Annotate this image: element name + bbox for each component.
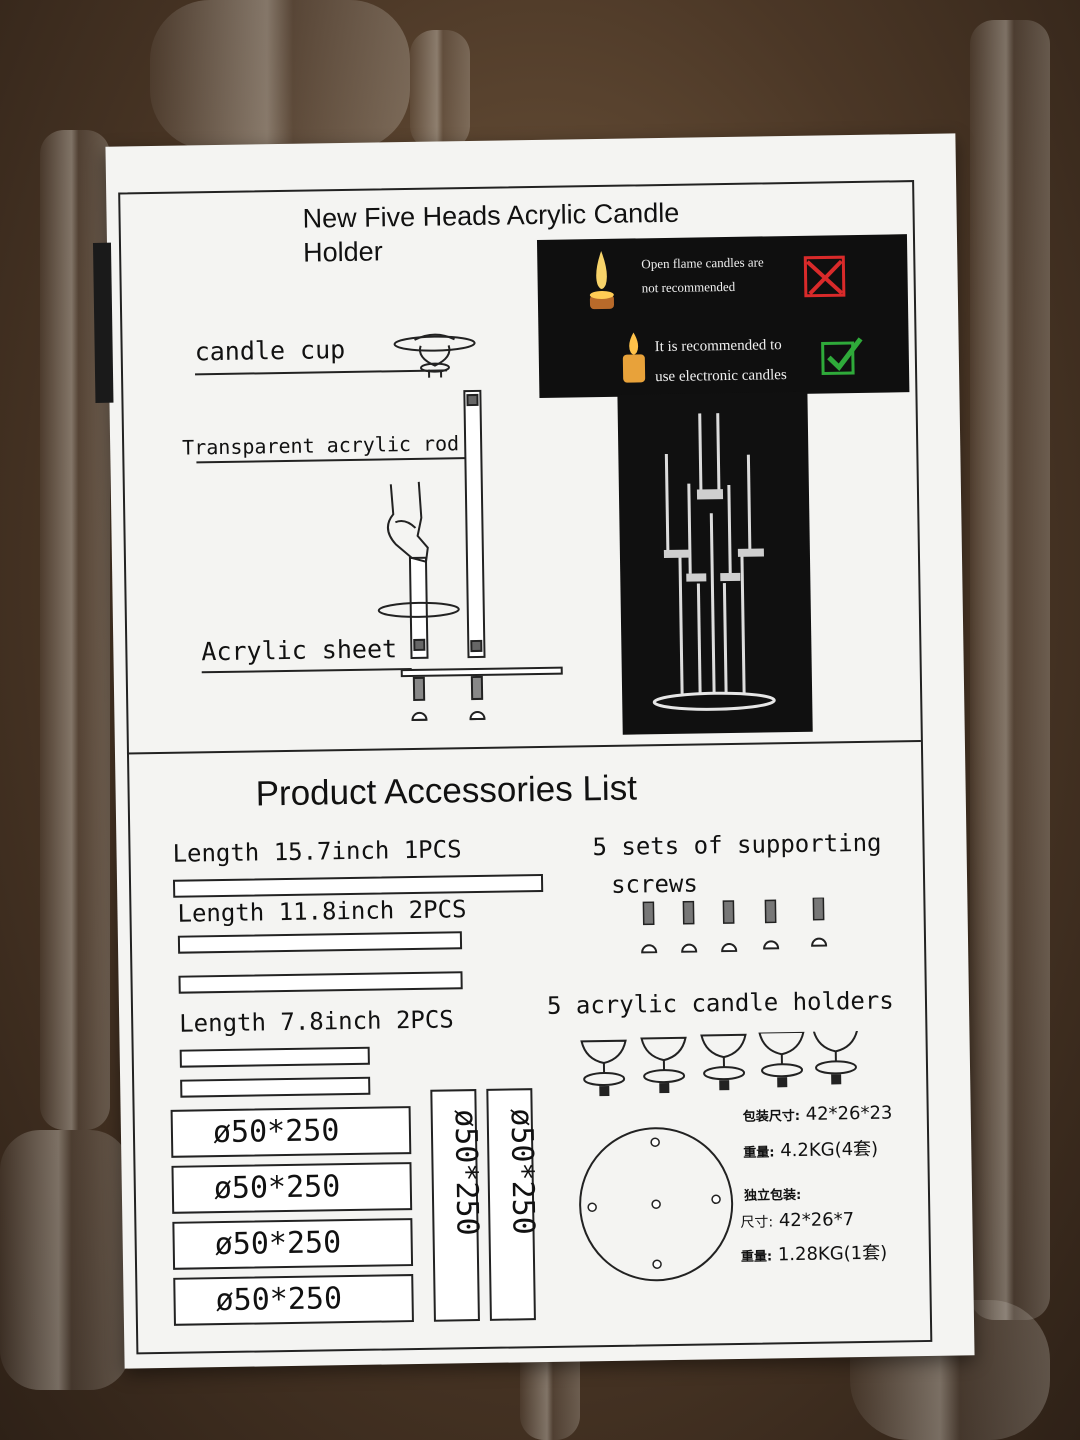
- flame-icon: [589, 250, 615, 310]
- rod-7-8-label: Length 7.8inch 2PCS: [179, 1005, 454, 1038]
- single-size-label: 尺寸:: [740, 1214, 774, 1231]
- package-weight: 重量: 4.2KG(4套): [743, 1135, 878, 1163]
- package-weight-label: 重量:: [743, 1145, 775, 1161]
- tube-horizontal: ø50*250: [171, 1162, 413, 1214]
- candle-notice-panel: Open flame candles are not recommended I…: [536, 234, 910, 398]
- cross-icon: [803, 255, 846, 298]
- candle-cup-label: candle cup: [194, 335, 346, 367]
- electronic-line-1: It is recommended to: [654, 337, 782, 356]
- package-size: 包装尺寸: 42*26*23: [743, 1103, 893, 1126]
- check-icon: [821, 337, 863, 376]
- hand-icon: [386, 481, 429, 564]
- background-acrylic-rod: [410, 30, 470, 150]
- tube-horizontal: ø50*250: [173, 1274, 414, 1326]
- open-flame-line-1: Open flame candles are: [641, 254, 764, 272]
- tube-size-text: ø50*250: [215, 1281, 343, 1319]
- tube-size-text: ø50*250: [503, 1108, 541, 1236]
- candelabra-illustration: [652, 413, 776, 711]
- instruction-sheet: New Five Heads Acrylic Candle Holder can…: [92, 133, 975, 1369]
- tube-horizontal: ø50*250: [172, 1218, 414, 1270]
- tube-vertical: ø50*250: [486, 1088, 541, 1321]
- candle-holders-drawing: [580, 1030, 859, 1097]
- tube-size-text: ø50*250: [212, 1113, 340, 1151]
- screws-label-line-1: 5 sets of supporting: [592, 828, 882, 862]
- base-sheet-drawing: [400, 666, 563, 722]
- short-rod-drawing: [377, 556, 460, 660]
- tube-size-text: ø50*250: [213, 1169, 341, 1207]
- accessories-title: Product Accessories List: [255, 768, 638, 814]
- rod-15-7-label: Length 15.7inch 1PCS: [172, 835, 462, 868]
- rod-7-8-drawing: [179, 1046, 370, 1068]
- electronic-line-2: use electronic candles: [655, 367, 787, 386]
- background-acrylic-rod: [0, 1130, 130, 1390]
- screws-drawing: [641, 897, 828, 954]
- long-rod-drawing: [463, 389, 486, 659]
- tube-horizontal: ø50*250: [170, 1106, 412, 1158]
- electronic-candle-icon: [622, 332, 646, 383]
- open-flame-notice: Open flame candles are not recommended: [641, 250, 764, 300]
- electronic-notice: It is recommended to use electronic cand…: [654, 330, 787, 392]
- title-line-1: New Five Heads Acrylic Candle: [302, 197, 680, 234]
- background-acrylic-rod: [970, 20, 1050, 1320]
- product-photo: [617, 391, 813, 735]
- package-weight-value: 4.2KG(4套): [780, 1138, 879, 1162]
- rod-11-8-label: Length 11.8inch 2PCS: [177, 895, 467, 928]
- screws-label-line-2: screws: [610, 869, 699, 899]
- round-base-drawing: [579, 1127, 734, 1282]
- single-size-value: 42*26*7: [778, 1209, 855, 1232]
- rod-7-8-drawing: [180, 1076, 371, 1098]
- tube-size-text: ø50*250: [447, 1108, 485, 1236]
- single-weight-value: 1.28KG(1套): [777, 1242, 888, 1266]
- single-weight-label: 重量:: [740, 1249, 773, 1265]
- open-flame-line-2: not recommended: [641, 278, 736, 296]
- candle-cup-drawing: [393, 333, 476, 378]
- package-size-label: 包装尺寸:: [742, 1108, 801, 1125]
- single-package-weight: 重量: 1.28KG(1套): [741, 1239, 888, 1267]
- package-size-value: 42*26*23: [805, 1102, 893, 1125]
- assembly-diagram: [377, 333, 563, 722]
- acrylic-sheet-label: Acrylic sheet: [201, 634, 398, 667]
- candle-holders-label: 5 acrylic candle holders: [546, 986, 894, 1020]
- single-package-size: 尺寸: 42*26*7: [740, 1209, 854, 1232]
- background-acrylic-rod: [150, 0, 410, 150]
- tube-size-text: ø50*250: [214, 1225, 342, 1263]
- single-package-label: 独立包装:: [743, 1187, 802, 1204]
- sheet-edge-mark: [92, 242, 114, 403]
- tube-vertical: ø50*250: [430, 1089, 485, 1322]
